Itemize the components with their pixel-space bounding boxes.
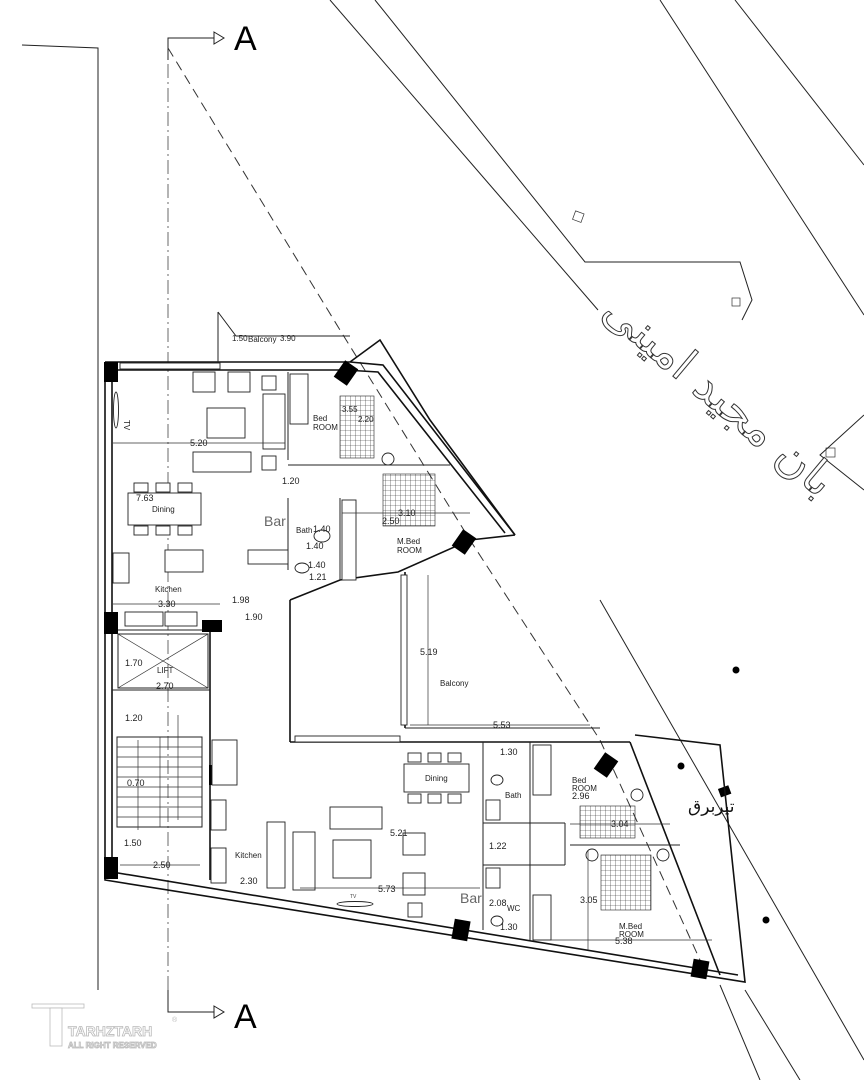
site-boundary-lines bbox=[21, 0, 864, 1080]
staircase bbox=[116, 715, 203, 830]
watermark-logo: TARHZTARH ALL RIGHT RESERVED ® bbox=[31, 1003, 178, 1050]
dim-living-1: 5.21 bbox=[390, 828, 408, 838]
dim-balcony-1: 1.50 bbox=[232, 334, 248, 343]
dining-label: Dining bbox=[152, 505, 175, 514]
dim-hall: 1.20 bbox=[282, 476, 300, 486]
dim-central-balcony-2: 5.53 bbox=[493, 720, 511, 730]
bed-room-label-1: Bed bbox=[313, 414, 327, 423]
section-marker-top: A bbox=[234, 20, 257, 58]
kitchen-label: Kitchen bbox=[155, 585, 182, 594]
dim-stair-2: 0.70 bbox=[127, 778, 145, 788]
upper-unit-labels: 1.50 Balcony 3.90 TV 5.20 Bed ROOM 3.55 … bbox=[113, 334, 470, 622]
bar-label: Bar bbox=[264, 513, 286, 529]
dim-lift-2: 2.70 bbox=[156, 681, 174, 691]
utility-pole-label: تیربرق bbox=[688, 797, 735, 817]
mbed-label-1: M.Bed bbox=[397, 537, 420, 546]
watermark-registered: ® bbox=[172, 1016, 178, 1024]
dim-lower-bed-2: 3.04 bbox=[611, 819, 629, 829]
balcony-label: Balcony bbox=[248, 335, 276, 344]
lift-label: LIFT bbox=[157, 666, 174, 675]
lower-tv-label: TV bbox=[350, 894, 357, 900]
dim-bath-4: 1.21 bbox=[309, 572, 327, 582]
section-marker-bottom: A bbox=[234, 998, 257, 1036]
watermark-tagline: ALL RIGHT RESERVED bbox=[68, 1041, 157, 1050]
central-balcony-labels: 5.19 Balcony 5.53 bbox=[410, 575, 590, 730]
dim-bed-2: 2.20 bbox=[358, 415, 374, 424]
dim-length: 7.63 bbox=[136, 493, 154, 503]
lower-mbed-label-1: M.Bed bbox=[619, 922, 642, 931]
lower-mbed-label-2: ROOM bbox=[619, 930, 644, 939]
dim-wc-2: 1.30 bbox=[500, 922, 518, 932]
dim-lower-kitchen: 2.30 bbox=[240, 876, 258, 886]
bed-room-label-2: ROOM bbox=[313, 423, 338, 432]
bath-label: Bath bbox=[296, 526, 312, 535]
dim-lower-bath-1: 1.30 bbox=[500, 747, 518, 757]
dim-kitchen-3: 1.90 bbox=[245, 612, 263, 622]
upper-unit-furniture bbox=[112, 371, 436, 627]
dim-bath-1: 1.40 bbox=[313, 524, 331, 534]
dim-lift-1: 1.70 bbox=[125, 658, 143, 668]
lower-unit-labels: Dining Kitchen 2.30 5.21 5.73 TV Bar 1.3… bbox=[235, 747, 712, 950]
dim-bath-2: 1.40 bbox=[306, 541, 324, 551]
lower-bath-label: Bath bbox=[505, 791, 521, 800]
watermark-brand: TARHZTARH bbox=[68, 1023, 152, 1039]
lower-bed-label-1: Bed bbox=[572, 776, 586, 785]
wc-label: WC bbox=[507, 904, 521, 913]
street-name-label: بان مجید امینی bbox=[593, 282, 847, 507]
dim-lower-mbed-1: 3.05 bbox=[580, 895, 598, 905]
dim-stair-1: 1.20 bbox=[125, 713, 143, 723]
lower-bed-label-2: ROOM bbox=[572, 784, 597, 793]
dim-lower-bed-1: 2.96 bbox=[572, 791, 590, 801]
dim-balcony-2: 3.90 bbox=[280, 334, 296, 343]
lower-kitchen-label: Kitchen bbox=[235, 851, 262, 860]
mbed-label-2: ROOM bbox=[397, 546, 422, 555]
lower-dining-label: Dining bbox=[425, 774, 448, 783]
central-balcony-label: Balcony bbox=[440, 679, 468, 688]
lift-shaft bbox=[117, 633, 209, 689]
core-labels: 1.70 LIFT 2.70 1.20 0.70 1.50 2.50 bbox=[120, 658, 200, 870]
dim-kitchen-1: 3.30 bbox=[158, 599, 176, 609]
dim-central-balcony-1: 5.19 bbox=[420, 647, 438, 657]
dim-lower-bath-2: 1.22 bbox=[489, 841, 507, 851]
tv-label: TV bbox=[122, 420, 131, 431]
dim-kitchen-2: 1.98 bbox=[232, 595, 250, 605]
dim-living-width: 5.20 bbox=[190, 438, 208, 448]
dim-stair-3: 1.50 bbox=[124, 838, 142, 848]
dim-wc-1: 2.08 bbox=[489, 898, 507, 908]
lower-bar-label: Bar bbox=[460, 890, 482, 906]
dim-bath-3: 1.40 bbox=[308, 560, 326, 570]
dim-bed-1: 3.55 bbox=[342, 405, 358, 414]
lower-unit-furniture bbox=[210, 739, 670, 941]
dim-lower-mbed-2: 5.38 bbox=[615, 936, 633, 946]
dim-stair-4: 2.50 bbox=[153, 860, 171, 870]
dim-mbed-2: 2.50 bbox=[382, 516, 400, 526]
balcony-railings bbox=[119, 362, 408, 743]
dim-living-2: 5.73 bbox=[378, 884, 396, 894]
dim-mbed-1: 3.10 bbox=[398, 508, 416, 518]
